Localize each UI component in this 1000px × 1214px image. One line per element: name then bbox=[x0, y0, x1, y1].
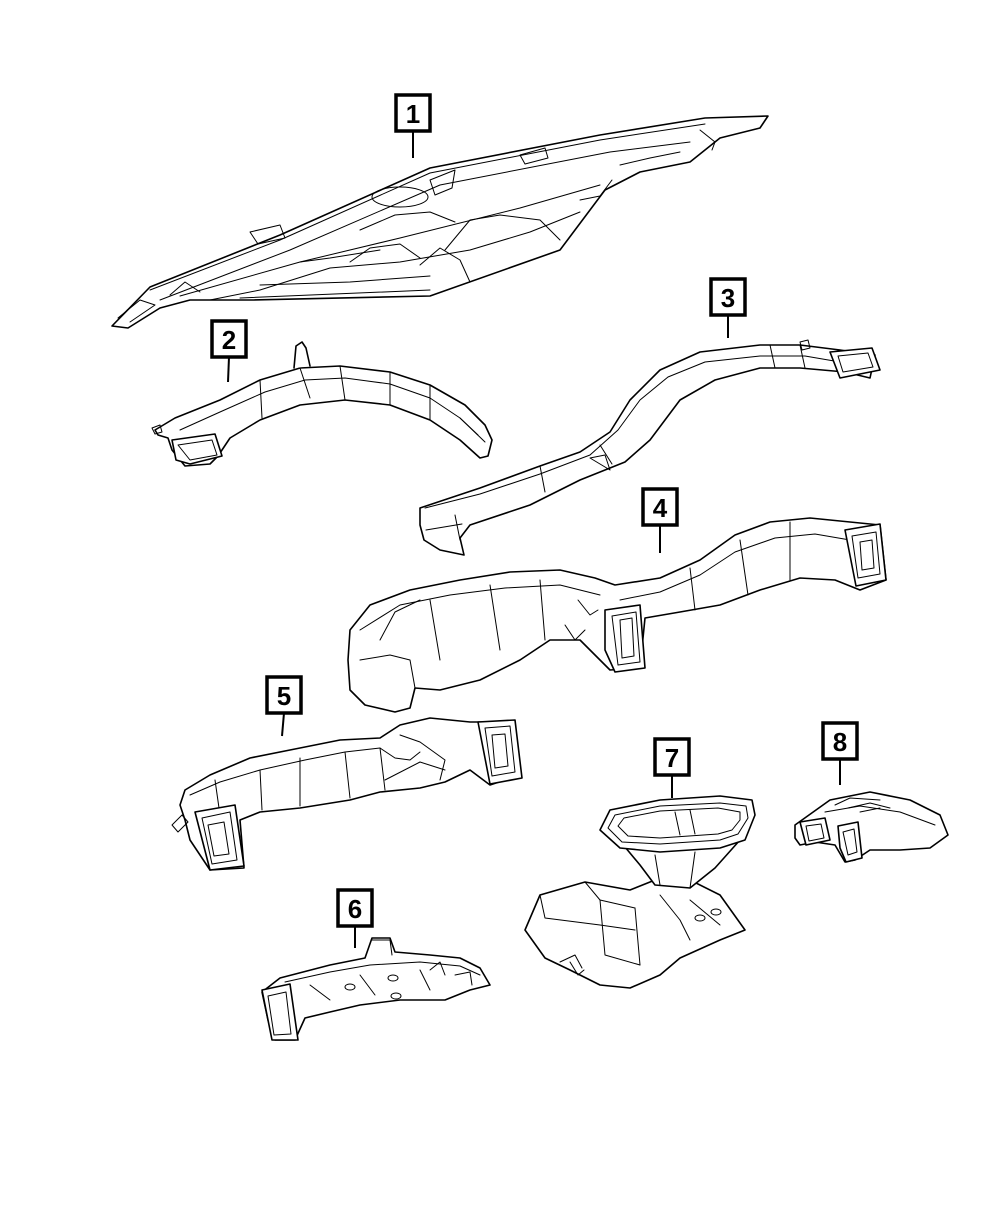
callout-3: 3 bbox=[709, 277, 747, 338]
leader-line bbox=[227, 356, 230, 383]
part-3-long-duct bbox=[419, 339, 881, 556]
callout-8: 8 bbox=[821, 721, 859, 785]
callout-box bbox=[821, 721, 859, 761]
callout-label: 3 bbox=[721, 283, 735, 313]
part-4-center-duct bbox=[347, 517, 887, 713]
callout-box bbox=[210, 319, 248, 359]
part-6-floor-duct bbox=[261, 937, 491, 1041]
callout-2: 2 bbox=[210, 319, 248, 383]
part-2-left-duct bbox=[151, 341, 493, 467]
part-1-main-duct-assembly bbox=[111, 115, 769, 329]
part-8-small-outlet bbox=[794, 791, 949, 863]
callout-label: 8 bbox=[833, 727, 847, 757]
callout-label: 1 bbox=[406, 99, 420, 129]
callout-box bbox=[336, 888, 374, 928]
part-5-lower-left-duct bbox=[171, 717, 523, 871]
callout-label: 6 bbox=[348, 894, 362, 924]
callout-label: 7 bbox=[665, 743, 679, 773]
callout-6: 6 bbox=[336, 888, 374, 948]
callout-box bbox=[709, 277, 747, 317]
callout-label: 4 bbox=[653, 493, 668, 523]
callout-1: 1 bbox=[394, 93, 432, 158]
callout-label: 2 bbox=[222, 325, 236, 355]
callout-label: 5 bbox=[277, 681, 291, 711]
callout-4: 4 bbox=[641, 487, 679, 553]
part-7-floor-outlet bbox=[524, 795, 756, 989]
leader-line bbox=[281, 712, 285, 737]
callout-7: 7 bbox=[653, 737, 691, 798]
callout-5: 5 bbox=[265, 675, 303, 737]
